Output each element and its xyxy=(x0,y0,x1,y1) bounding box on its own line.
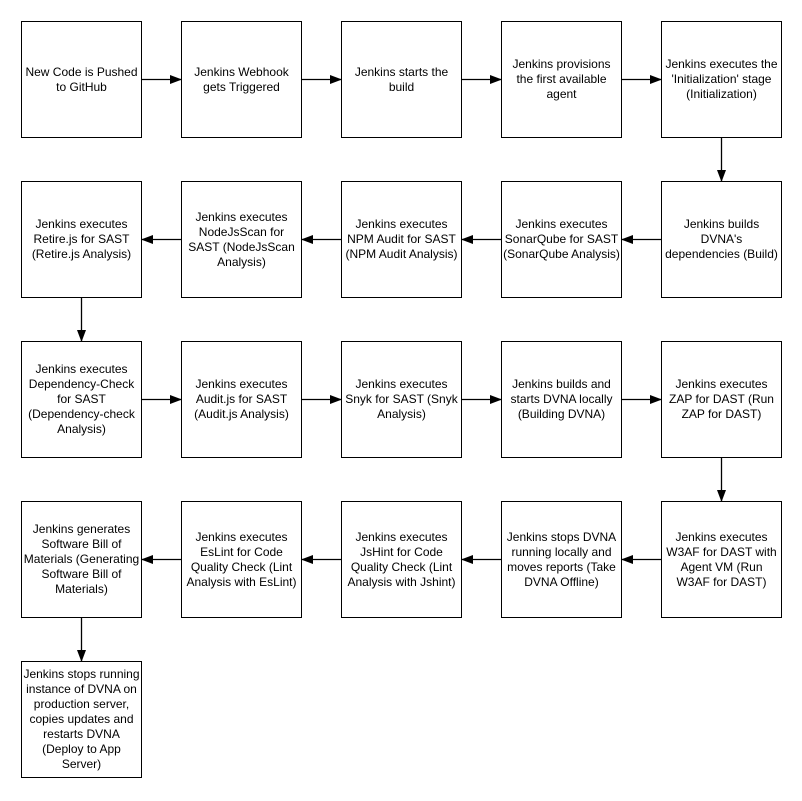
node-label: Jenkins builds DVNA's dependencies (Buil… xyxy=(665,217,778,261)
node-label: Jenkins executes Snyk for SAST (Snyk Ana… xyxy=(345,377,458,421)
flow-node-snyk-sast: Jenkins executes Snyk for SAST (Snyk Ana… xyxy=(341,341,462,458)
flow-node-build-dependencies: Jenkins builds DVNA's dependencies (Buil… xyxy=(661,181,782,298)
node-label: Jenkins builds and starts DVNA locally (… xyxy=(510,377,613,421)
node-label: Jenkins executes Dependency-Check for SA… xyxy=(28,362,135,436)
flow-node-zap-dast: Jenkins executes ZAP for DAST (Run ZAP f… xyxy=(661,341,782,458)
flow-node-retirejs-sast: Jenkins executes Retire.js for SAST (Ret… xyxy=(21,181,142,298)
node-label: Jenkins Webhook gets Triggered xyxy=(194,64,289,94)
node-label: Jenkins executes W3AF for DAST with Agen… xyxy=(666,529,777,589)
node-label: Jenkins stops running instance of DVNA o… xyxy=(23,667,140,771)
flow-node-new-code-pushed: New Code is Pushed to GitHub xyxy=(21,21,142,138)
flow-node-w3af-dast: Jenkins executes W3AF for DAST with Agen… xyxy=(661,501,782,618)
flow-node-start-build: Jenkins starts the build xyxy=(341,21,462,138)
flow-node-deploy-to-app-server: Jenkins stops running instance of DVNA o… xyxy=(21,661,142,778)
flow-node-eslint-quality-check: Jenkins executes EsLint for Code Quality… xyxy=(181,501,302,618)
flow-node-provision-agent: Jenkins provisions the first available a… xyxy=(501,21,622,138)
flow-node-generate-sbom: Jenkins generates Software Bill of Mater… xyxy=(21,501,142,618)
flow-node-initialization-stage: Jenkins executes the 'Initialization' st… xyxy=(661,21,782,138)
flow-node-webhook-triggered: Jenkins Webhook gets Triggered xyxy=(181,21,302,138)
node-label: Jenkins executes JsHint for Code Quality… xyxy=(347,529,456,589)
flow-node-nodejsscan-sast: Jenkins executes NodeJsScan for SAST (No… xyxy=(181,181,302,298)
node-label: Jenkins executes ZAP for DAST (Run ZAP f… xyxy=(669,377,774,421)
flow-node-npm-audit-sast: Jenkins executes NPM Audit for SAST (NPM… xyxy=(341,181,462,298)
node-label: Jenkins executes Retire.js for SAST (Ret… xyxy=(31,217,132,261)
flow-node-jshint-quality-check: Jenkins executes JsHint for Code Quality… xyxy=(341,501,462,618)
node-label: Jenkins executes Audit.js for SAST (Audi… xyxy=(194,377,289,421)
node-label: Jenkins generates Software Bill of Mater… xyxy=(23,522,140,596)
node-label: Jenkins executes EsLint for Code Quality… xyxy=(186,529,297,589)
flow-node-take-dvna-offline: Jenkins stops DVNA running locally and m… xyxy=(501,501,622,618)
flow-node-dependency-check-sast: Jenkins executes Dependency-Check for SA… xyxy=(21,341,142,458)
node-label: Jenkins executes NodeJsScan for SAST (No… xyxy=(188,209,295,269)
node-label: Jenkins executes SonarQube for SAST (Son… xyxy=(503,217,620,261)
node-label: Jenkins provisions the first available a… xyxy=(512,57,611,101)
node-label: Jenkins starts the build xyxy=(354,64,449,94)
flow-node-auditjs-sast: Jenkins executes Audit.js for SAST (Audi… xyxy=(181,341,302,458)
node-label: Jenkins executes the 'Initialization' st… xyxy=(665,57,778,101)
flow-node-sonarqube-sast: Jenkins executes SonarQube for SAST (Son… xyxy=(501,181,622,298)
node-label: Jenkins stops DVNA running locally and m… xyxy=(506,529,617,589)
node-label: New Code is Pushed to GitHub xyxy=(25,64,138,94)
node-label: Jenkins executes NPM Audit for SAST (NPM… xyxy=(345,217,458,261)
flow-node-build-dvna-locally: Jenkins builds and starts DVNA locally (… xyxy=(501,341,622,458)
